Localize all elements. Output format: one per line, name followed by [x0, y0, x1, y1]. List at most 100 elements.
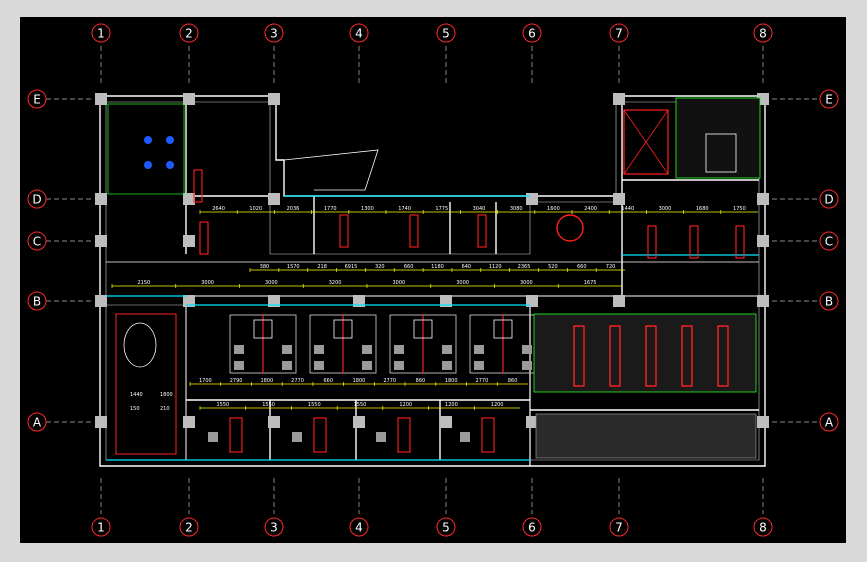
dim-row-a-label-4: 660 [323, 378, 333, 384]
chair-3-2 [474, 361, 484, 370]
column-7 [268, 193, 280, 205]
dim-upper-label-1: 1020 [249, 206, 262, 212]
axis-label-col-6-top: 6 [528, 27, 536, 41]
office-chair-1 [292, 432, 302, 442]
office-desk-0 [229, 417, 243, 453]
dim-upper-label-9: 1600 [547, 206, 560, 212]
column-8 [526, 193, 538, 205]
column-9 [613, 193, 625, 205]
dim-offices-label-3: 1550 [354, 402, 367, 408]
column-1 [183, 93, 195, 105]
column-12 [183, 295, 195, 307]
dim-upper-label-14: 1750 [733, 206, 746, 212]
dim-row-a-label-8: 1800 [445, 378, 458, 384]
axis-bubble-row-B-left [27, 291, 47, 311]
dim-row-a-label-3: 2770 [291, 378, 304, 384]
dim-offices-label-5: 1200 [445, 402, 458, 408]
axis-label-col-6-bottom: 6 [528, 521, 536, 535]
dim-upper-label-4: 1300 [361, 206, 374, 212]
dim-row-b-label-7: 1675 [584, 280, 597, 286]
left-office-table [123, 322, 157, 368]
chair-1-1 [362, 345, 372, 354]
office-chair-0 [208, 432, 218, 442]
upper-desk-6 [689, 225, 699, 259]
chair-3-1 [522, 345, 532, 354]
dim-upper-label-7: 3040 [473, 206, 486, 212]
feature-wall-hatch [535, 413, 757, 459]
dim-row-c-label-2: 218 [317, 264, 327, 270]
axis-bubble-col-1-top [91, 23, 111, 43]
dim-upper-label-2: 2036 [287, 206, 300, 212]
column-13 [268, 295, 280, 307]
dim-offices-label-1: 1550 [262, 402, 275, 408]
dim-row-c-label-6: 1180 [431, 264, 444, 270]
column-23 [440, 416, 452, 428]
meeting-table-1 [609, 325, 621, 387]
dim-upper-label-12: 3000 [659, 206, 672, 212]
axis-bubble-col-5-top [436, 23, 456, 43]
dim-row-c-label-1: 1570 [287, 264, 300, 270]
axis-bubble-row-D-right [819, 189, 839, 209]
plan-linework [106, 97, 761, 461]
column-19 [95, 416, 107, 428]
dim-row-a-label-1: 2790 [230, 378, 243, 384]
axis-label-col-7-bottom: 7 [615, 521, 623, 535]
dim-row-b-label-0: 2150 [138, 280, 151, 286]
chair-0-3 [282, 361, 292, 370]
axis-label-row-E-right: E [825, 93, 833, 107]
dim-row-a-label-2: 1800 [260, 378, 273, 384]
dim-upper-label-6: 1775 [435, 206, 448, 212]
column-27 [757, 235, 769, 247]
axis-label-col-3-top: 3 [270, 27, 278, 41]
axis-bubble-row-B-right [819, 291, 839, 311]
axis-bubble-col-4-bottom [349, 517, 369, 537]
office-chair-2 [376, 432, 386, 442]
meeting-table-4 [717, 325, 729, 387]
column-10 [757, 193, 769, 205]
column-22 [353, 416, 365, 428]
column-11 [95, 295, 107, 307]
dim-row-b-label-1: 3000 [201, 280, 214, 286]
elevator-shaft [623, 109, 669, 175]
axis-bubble-col-8-bottom [753, 517, 773, 537]
axis-label-col-4-top: 4 [355, 27, 363, 41]
fixture-3 [166, 161, 174, 169]
dim-row-b-label-3: 3200 [329, 280, 342, 286]
axis-bubble-row-D-left [27, 189, 47, 209]
upper-desk-7 [735, 225, 745, 259]
axis-bubble-col-2-top [179, 23, 199, 43]
axis-bubble-col-5-bottom [436, 517, 456, 537]
upper-desk-0 [339, 214, 349, 248]
chair-0-1 [282, 345, 292, 354]
axis-label-col-3-bottom: 3 [270, 521, 278, 535]
column-6 [183, 193, 195, 205]
dim-upper-label-3: 1770 [324, 206, 337, 212]
dim-row-c-label-5: 660 [404, 264, 414, 270]
axis-label-col-1-bottom: 1 [97, 521, 105, 535]
upper-desk-3 [193, 169, 203, 203]
chair-0-0 [234, 345, 244, 354]
axis-bubble-row-A-left [27, 412, 47, 432]
printer-0 [253, 319, 273, 339]
column-16 [526, 295, 538, 307]
outer-wall [99, 95, 766, 467]
dim-upper-label-11: 1440 [621, 206, 634, 212]
dim-row-a-label-9: 2770 [476, 378, 489, 384]
dim-row-c-label-10: 520 [548, 264, 558, 270]
column-21 [268, 416, 280, 428]
dim-row-c-label-8: 1120 [489, 264, 502, 270]
office-desk-2 [397, 417, 411, 453]
dim-upper-label-5: 1740 [398, 206, 411, 212]
axis-bubble-col-8-top [753, 23, 773, 43]
axis-bubble-col-2-bottom [179, 517, 199, 537]
axis-label-col-8-bottom: 8 [759, 521, 767, 535]
upper-desk-2 [477, 214, 487, 248]
axis-label-col-1-top: 1 [97, 27, 105, 41]
walls [99, 95, 766, 467]
dim-offices-label-2: 1550 [308, 402, 321, 408]
axis-bubble-col-3-top [264, 23, 284, 43]
column-17 [613, 295, 625, 307]
dim-row-c-label-0: 380 [260, 264, 270, 270]
